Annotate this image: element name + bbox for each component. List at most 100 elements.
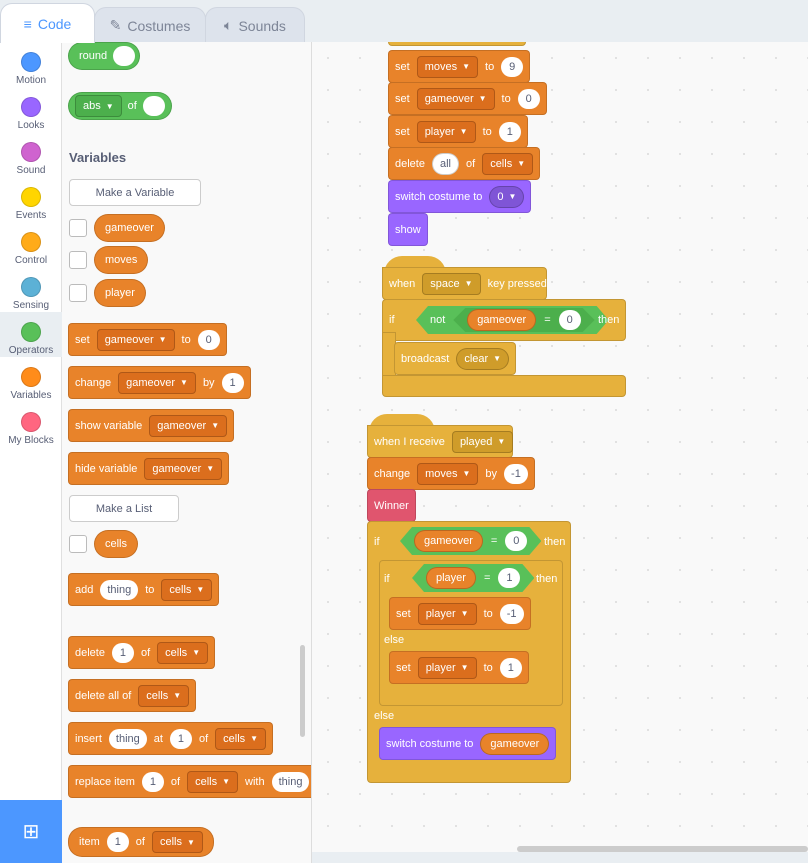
gameover-reporter[interactable]: gameover [467, 309, 536, 331]
list-dropdown[interactable]: cells▼ [157, 641, 209, 664]
index-input[interactable]: 1 [111, 642, 134, 663]
category-events[interactable]: Events [0, 182, 62, 227]
variable-dropdown[interactable]: gameover▼ [144, 457, 223, 480]
value-input[interactable]: 9 [501, 56, 524, 77]
category-sensing[interactable]: Sensing [0, 272, 62, 317]
delete-all-of-list-block[interactable]: delete all of cells▼ [68, 679, 197, 712]
broadcast-block[interactable]: broadcast clear▼ [394, 342, 517, 375]
cells-checkbox[interactable] [69, 535, 87, 553]
make-list-button[interactable]: Make a List [69, 495, 179, 522]
variable-dropdown[interactable]: gameover▼ [149, 414, 228, 437]
tab-costumes[interactable]: ✎Costumes [94, 7, 206, 43]
show-variable-block[interactable]: show variable gameover▼ [68, 409, 235, 442]
make-variable-button[interactable]: Make a Variable [69, 179, 201, 206]
list-dropdown[interactable]: cells▼ [138, 684, 190, 707]
abs-input[interactable] [142, 96, 165, 116]
when-i-receive-block[interactable]: when I receive played▼ [367, 425, 514, 458]
thing-input[interactable]: thing [108, 728, 147, 749]
delete-all-of-cells-block[interactable]: delete all of cells▼ [388, 147, 541, 180]
thing-input[interactable]: thing [271, 771, 310, 792]
value-input[interactable]: 1 [498, 568, 520, 588]
index-input[interactable]: 1 [106, 832, 129, 852]
change-moves-block[interactable]: change moves▼ by -1 [367, 457, 535, 490]
tab-sounds[interactable]: 🔈︎Sounds [205, 7, 305, 43]
player-reporter[interactable]: player [426, 567, 476, 589]
script-workspace[interactable]: set moves▼ to 9 set gameover▼ to 0 set p… [312, 42, 808, 852]
player-reporter[interactable]: player [94, 279, 146, 307]
player-checkbox[interactable] [69, 284, 87, 302]
equals-operator[interactable]: gameover = 0 [453, 308, 594, 332]
hide-variable-block[interactable]: hide variable gameover▼ [68, 452, 230, 485]
list-dropdown[interactable]: cells▼ [187, 770, 239, 793]
category-variables[interactable]: Variables [0, 362, 62, 407]
category-motion[interactable]: Motion [0, 47, 62, 92]
set-player-block[interactable]: set player▼ to 1 [389, 651, 529, 684]
workspace-scrollbar[interactable] [517, 846, 808, 852]
value-input[interactable]: 1 [498, 121, 521, 142]
costume-dropdown[interactable]: 0▼ [489, 185, 525, 208]
set-moves-block[interactable]: set moves▼ to 9 [388, 50, 531, 83]
round-input[interactable] [113, 46, 136, 66]
add-extension-button[interactable]: ⊞ [0, 800, 62, 863]
gameover-reporter[interactable]: gameover [480, 732, 550, 755]
switch-costume-block[interactable]: switch costume to gameover [379, 727, 557, 760]
key-dropdown[interactable]: space▼ [422, 272, 481, 295]
value-input[interactable]: 1 [221, 372, 244, 393]
cells-reporter[interactable]: cells [94, 530, 139, 558]
thing-input[interactable]: thing [100, 579, 139, 600]
moves-checkbox[interactable] [69, 251, 87, 269]
winner-custom-block[interactable]: Winner [367, 489, 416, 522]
category-control[interactable]: Control [0, 227, 62, 272]
value-input[interactable]: -1 [504, 463, 528, 484]
category-operators[interactable]: Operators [0, 312, 62, 357]
value-input[interactable]: 0 [559, 310, 581, 330]
list-dropdown[interactable]: cells▼ [215, 727, 267, 750]
value-input[interactable]: 0 [517, 88, 540, 109]
list-dropdown[interactable]: cells▼ [161, 578, 213, 601]
message-dropdown[interactable]: clear▼ [456, 347, 510, 370]
change-variable-block[interactable]: change gameover▼ by 1 [68, 366, 251, 399]
gameover-checkbox[interactable] [69, 219, 87, 237]
variable-dropdown[interactable]: moves▼ [417, 462, 479, 485]
set-player-block[interactable]: set player▼ to -1 [389, 597, 531, 630]
variable-dropdown[interactable]: player▼ [417, 602, 477, 625]
variable-dropdown[interactable]: player▼ [417, 656, 477, 679]
value-input[interactable]: -1 [499, 603, 524, 624]
switch-costume-block[interactable]: switch costume to 0▼ [388, 180, 532, 213]
add-to-list-block[interactable]: add thing to cells▼ [68, 573, 220, 606]
tab-code[interactable]: ≡Code [0, 3, 95, 43]
set-variable-block[interactable]: set gameover▼ to 0 [68, 323, 227, 356]
show-block[interactable]: show [388, 213, 428, 246]
index-input[interactable]: 1 [169, 728, 192, 749]
insert-at-list-block[interactable]: insert thing at 1 of cells▼ [68, 722, 274, 755]
list-dropdown[interactable]: cells▼ [482, 152, 534, 175]
category-sound[interactable]: Sound [0, 137, 62, 182]
variable-dropdown[interactable]: gameover▼ [96, 328, 175, 351]
replace-item-block[interactable]: replace item 1 of cells▼ with thing [68, 765, 311, 798]
when-key-pressed-block[interactable]: when space▼ key pressed [382, 267, 547, 300]
delete-of-list-block[interactable]: delete 1 of cells▼ [68, 636, 216, 669]
variable-dropdown[interactable]: gameover▼ [416, 87, 495, 110]
index-input[interactable]: 1 [141, 771, 164, 792]
item-of-list-block[interactable]: item 1 of cells▼ [68, 827, 214, 857]
set-gameover-block[interactable]: set gameover▼ to 0 [388, 82, 547, 115]
category-my-blocks[interactable]: My Blocks [0, 407, 62, 452]
control-block-bottom[interactable] [388, 42, 526, 46]
value-input[interactable]: 0 [197, 329, 220, 350]
abs-dropdown[interactable]: abs▼ [75, 95, 122, 117]
equals-operator[interactable]: gameover = 0 [400, 527, 541, 555]
all-dropdown[interactable]: all [431, 152, 459, 175]
palette-scrollbar[interactable] [300, 645, 305, 737]
value-input[interactable]: 0 [505, 531, 527, 551]
category-looks[interactable]: Looks [0, 92, 62, 137]
abs-block[interactable]: abs▼ of [68, 92, 172, 120]
equals-operator[interactable]: player = 1 [412, 564, 534, 592]
not-operator[interactable]: not gameover = 0 [416, 306, 609, 334]
variable-dropdown[interactable]: gameover▼ [118, 371, 196, 394]
value-input[interactable]: 1 [499, 657, 522, 678]
variable-dropdown[interactable]: moves▼ [416, 55, 479, 78]
variable-dropdown[interactable]: player▼ [416, 120, 476, 143]
set-player-block[interactable]: set player▼ to 1 [388, 115, 528, 148]
moves-reporter[interactable]: moves [94, 246, 149, 274]
round-block[interactable]: round [68, 42, 140, 70]
